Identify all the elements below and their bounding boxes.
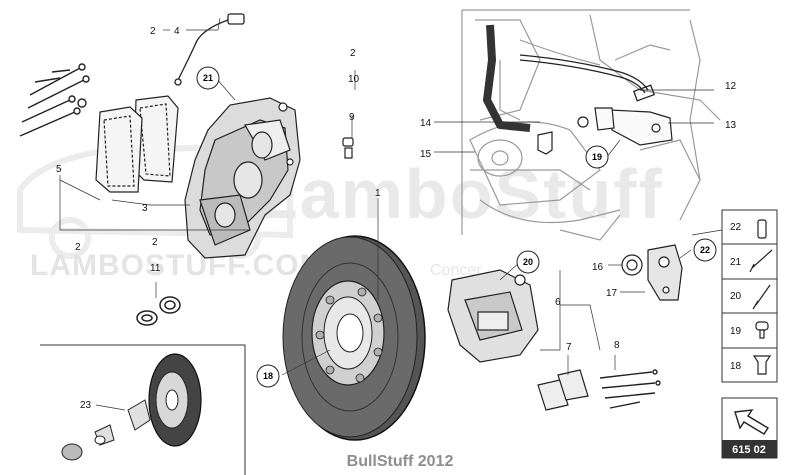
- svg-text:22: 22: [700, 245, 710, 255]
- wear-sensor: [174, 13, 245, 86]
- circled-callout-19: 19: [585, 145, 609, 169]
- circled-callout-18: 18: [256, 364, 280, 388]
- legend-item-22: 22: [730, 222, 742, 233]
- legend-item-18: 18: [730, 361, 742, 372]
- callout-2d: 2: [152, 237, 158, 248]
- watermark-tag-text: Concer: [430, 262, 482, 279]
- svg-text:18: 18: [263, 371, 273, 381]
- callout-6: 6: [555, 297, 561, 308]
- brake-pads: [95, 95, 179, 193]
- callout-12: 12: [725, 81, 737, 92]
- circled-callout-22-right: 22: [693, 238, 717, 262]
- pad-pins: [19, 63, 90, 137]
- callout-labels: 2 4 2 10 9 5 3 2 1 2 11 12 13 14 15 16 1…: [56, 26, 737, 411]
- callout-1: 1: [375, 188, 381, 199]
- callout-16: 16: [592, 262, 604, 273]
- hardware-legend: 22 21 20 19 18: [721, 209, 778, 383]
- svg-text:20: 20: [523, 257, 533, 267]
- hub-inset: [40, 344, 246, 475]
- callout-23: 23: [80, 400, 92, 411]
- legend-item-19: 19: [730, 326, 742, 337]
- callout-4: 4: [174, 26, 180, 37]
- leader-lines: [59, 17, 723, 411]
- retaining-pins: [599, 369, 661, 409]
- copyright-text: BullStuff 2012: [347, 453, 454, 470]
- shim-plates: [537, 369, 589, 411]
- bracket-part: [594, 107, 673, 146]
- chassis-inset: [461, 9, 721, 241]
- circled-callouts: 21 19 20 22 18: [196, 66, 717, 388]
- brake-disc-large: [282, 235, 426, 441]
- svg-text:19: 19: [592, 152, 602, 162]
- legend-item-20: 20: [730, 291, 742, 302]
- watermark-secondary-text: LAMBOSTUFF.COM: [30, 249, 326, 282]
- callout-13: 13: [725, 120, 737, 131]
- circled-callout-21: 21: [196, 66, 220, 90]
- page-number: 615 02: [732, 444, 766, 456]
- legend-item-21: 21: [730, 257, 742, 268]
- svg-text:21: 21: [203, 73, 213, 83]
- caliper-secondary: [447, 269, 539, 363]
- callout-8: 8: [614, 340, 620, 351]
- circled-callout-20: 20: [516, 250, 540, 274]
- washers: [136, 296, 181, 326]
- callout-10: 10: [348, 74, 360, 85]
- callout-14: 14: [420, 118, 432, 129]
- caliper-main: [184, 97, 301, 259]
- callout-5: 5: [56, 164, 62, 175]
- callout-11: 11: [150, 263, 161, 274]
- callout-3: 3: [142, 203, 148, 214]
- callout-2a: 2: [150, 26, 156, 37]
- clip-part: [537, 116, 589, 155]
- callout-7: 7: [566, 342, 572, 353]
- bleed-bolt: [342, 137, 354, 159]
- callout-9: 9: [349, 112, 355, 123]
- brake-hose-dark: [483, 24, 531, 132]
- callout-17: 17: [606, 288, 618, 299]
- callout-15: 15: [420, 149, 432, 160]
- page-number-badge: 615 02: [721, 397, 778, 459]
- callout-2c: 2: [75, 242, 81, 253]
- callout-2b: 2: [350, 48, 356, 59]
